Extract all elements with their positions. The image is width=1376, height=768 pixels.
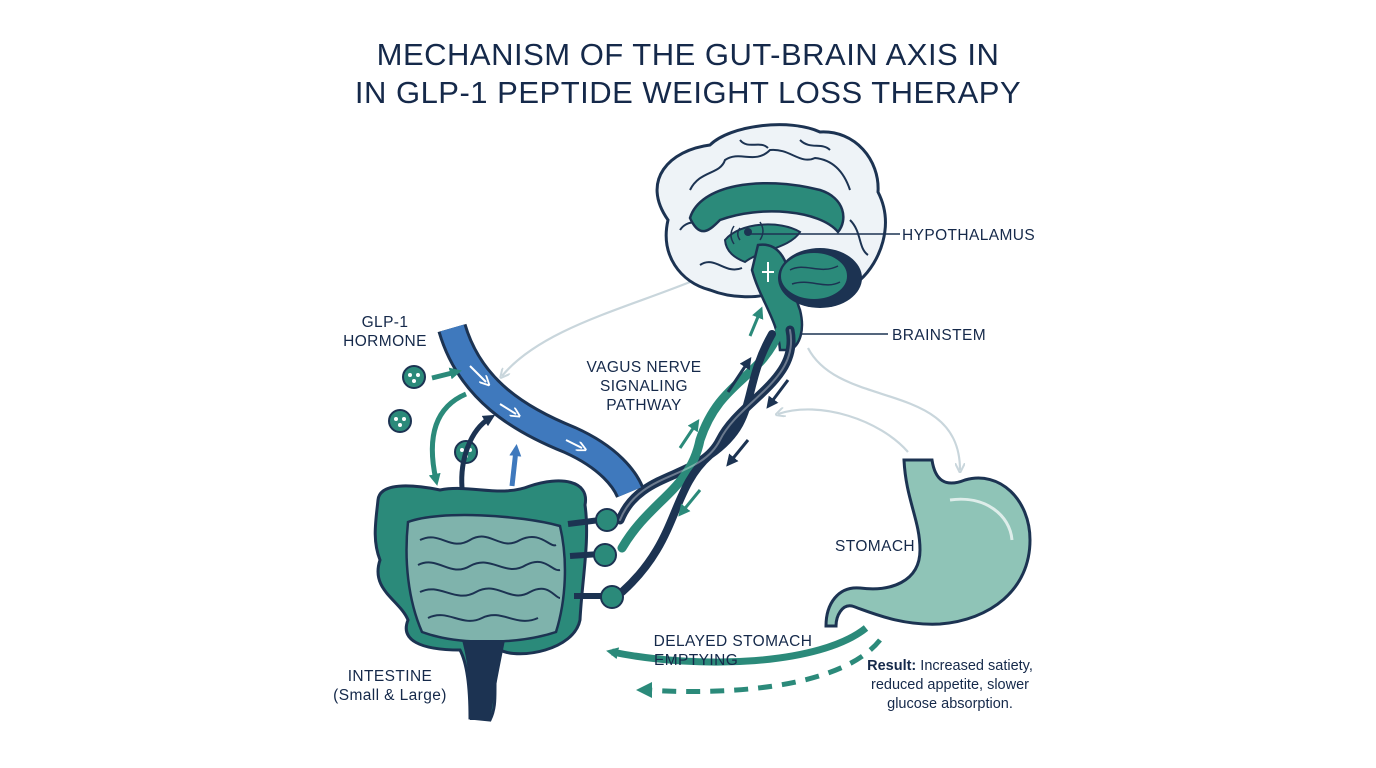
blood-vessel xyxy=(437,323,644,499)
delayed-arrow-dashed xyxy=(647,638,882,695)
nerve-endings xyxy=(567,508,624,609)
small-intestine xyxy=(405,513,567,643)
glp1-label-line2: HORMONE xyxy=(343,333,427,350)
glp1-hormone-label: GLP-1 HORMONE xyxy=(330,313,440,351)
stomach-label: STOMACH xyxy=(835,538,916,555)
glp1-particles xyxy=(388,365,478,464)
delayed-label-line2: EMPTYING xyxy=(654,652,739,669)
vagus-label-line1: VAGUS NERVE xyxy=(586,359,702,376)
vagus-nerve-strands xyxy=(615,325,796,596)
rectum xyxy=(462,640,505,720)
brain-illustration xyxy=(655,123,887,352)
glp1-label-line1: GLP-1 xyxy=(361,314,409,331)
glp1-particle xyxy=(388,409,412,433)
vagus-direction-arrows xyxy=(678,306,790,517)
delayed-arrow-solid xyxy=(606,625,869,666)
brain-to-vessel-arrow xyxy=(502,280,691,376)
stomach-illustration xyxy=(824,458,1032,628)
grey-connector-arrows xyxy=(502,280,960,470)
intestine-label-line2: (Small & Large) xyxy=(333,687,447,704)
brainstem-label: BRAINSTEM xyxy=(892,327,987,344)
title-line-1: MECHANISM OF THE GUT-BRAIN AXIS IN xyxy=(376,37,1000,72)
intestine-label: INTESTINE (Small & Large) xyxy=(322,667,458,705)
delayed-label-line1: DELAYED STOMACH xyxy=(653,633,813,650)
corpus-callosum xyxy=(688,181,845,234)
result-text: Result: Increased satiety, reduced appet… xyxy=(850,657,1050,714)
brainstem-to-stomach-arrow xyxy=(807,347,960,470)
result-line3: glucose absorption. xyxy=(887,696,1013,712)
intestine-label-line1: INTESTINE xyxy=(347,668,433,685)
title-line-2: IN GLP-1 PEPTIDE WEIGHT LOSS THERAPY xyxy=(354,75,1022,110)
delayed-emptying-arrows xyxy=(606,625,882,698)
diagram-title: MECHANISM OF THE GUT-BRAIN AXIS IN IN GL… xyxy=(0,36,1376,112)
delayed-emptying-label: DELAYED STOMACH EMPTYING xyxy=(640,632,826,670)
vagus-label-line2: SIGNALING xyxy=(599,378,688,395)
result-line1: Increased satiety, xyxy=(916,658,1033,674)
result-bold-label: Result: xyxy=(867,658,917,674)
result-line2: reduced appetite, slower xyxy=(871,677,1029,693)
vagus-strand-navy xyxy=(615,325,796,525)
stomach-to-vagus-arrow xyxy=(778,409,909,453)
hypothalamus-label: HYPOTHALAMUS xyxy=(902,227,1036,244)
vagus-strand-navy-2 xyxy=(618,330,776,596)
vagus-label-line3: PATHWAY xyxy=(606,397,682,414)
intestine-illustration xyxy=(373,479,589,722)
vagus-nerve-label: VAGUS NERVE SIGNALING PATHWAY xyxy=(582,358,706,415)
glp1-arrows xyxy=(428,367,522,489)
glp1-particle xyxy=(402,365,426,389)
